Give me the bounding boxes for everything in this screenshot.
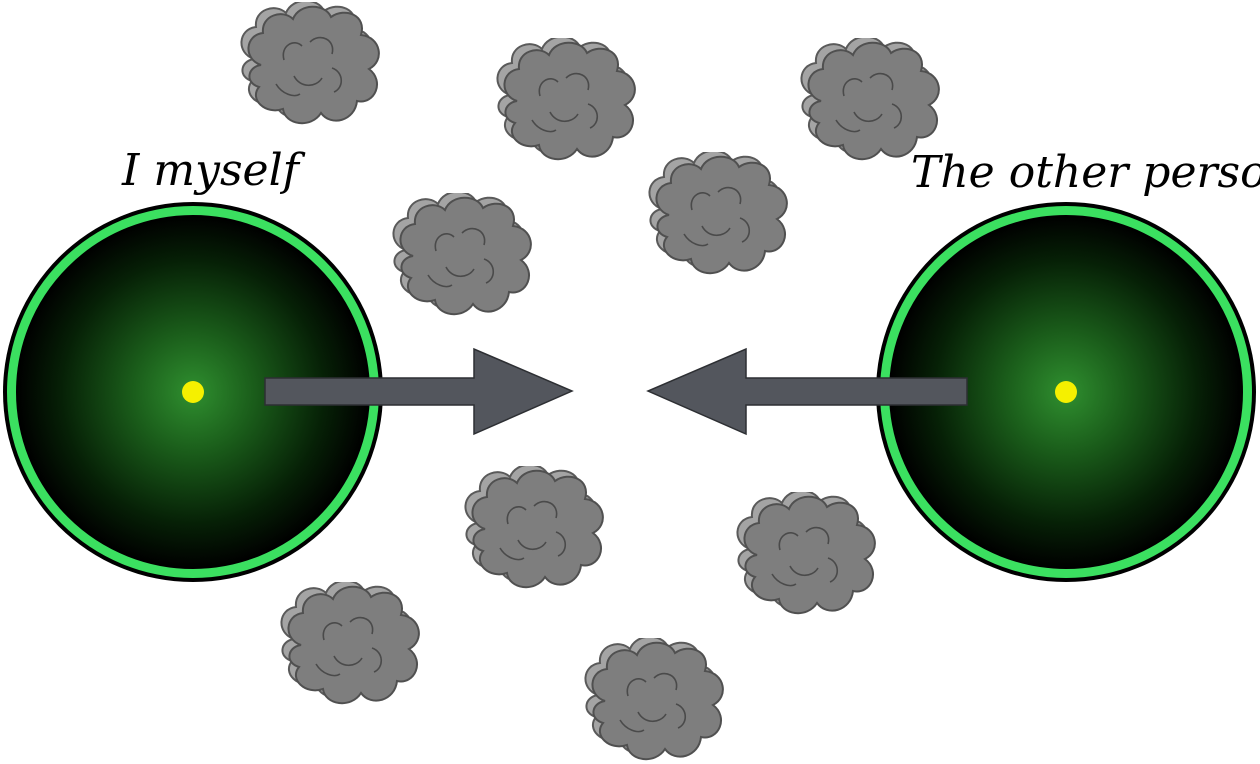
cloud <box>496 38 636 161</box>
cloud <box>240 2 380 125</box>
cloud <box>800 38 940 161</box>
cloud <box>280 582 420 705</box>
label-self: I myself <box>121 145 306 196</box>
label-other: The other person <box>911 147 1260 198</box>
person-other <box>876 202 1256 582</box>
cloud <box>464 466 604 589</box>
cloud <box>392 193 532 316</box>
cloud <box>736 492 876 615</box>
cloud <box>648 152 788 275</box>
arrow-right <box>264 347 574 436</box>
person-self-core <box>182 381 204 403</box>
cloud <box>584 638 724 761</box>
arrow-left <box>646 347 968 436</box>
person-self <box>3 202 383 582</box>
person-other-core <box>1055 381 1077 403</box>
